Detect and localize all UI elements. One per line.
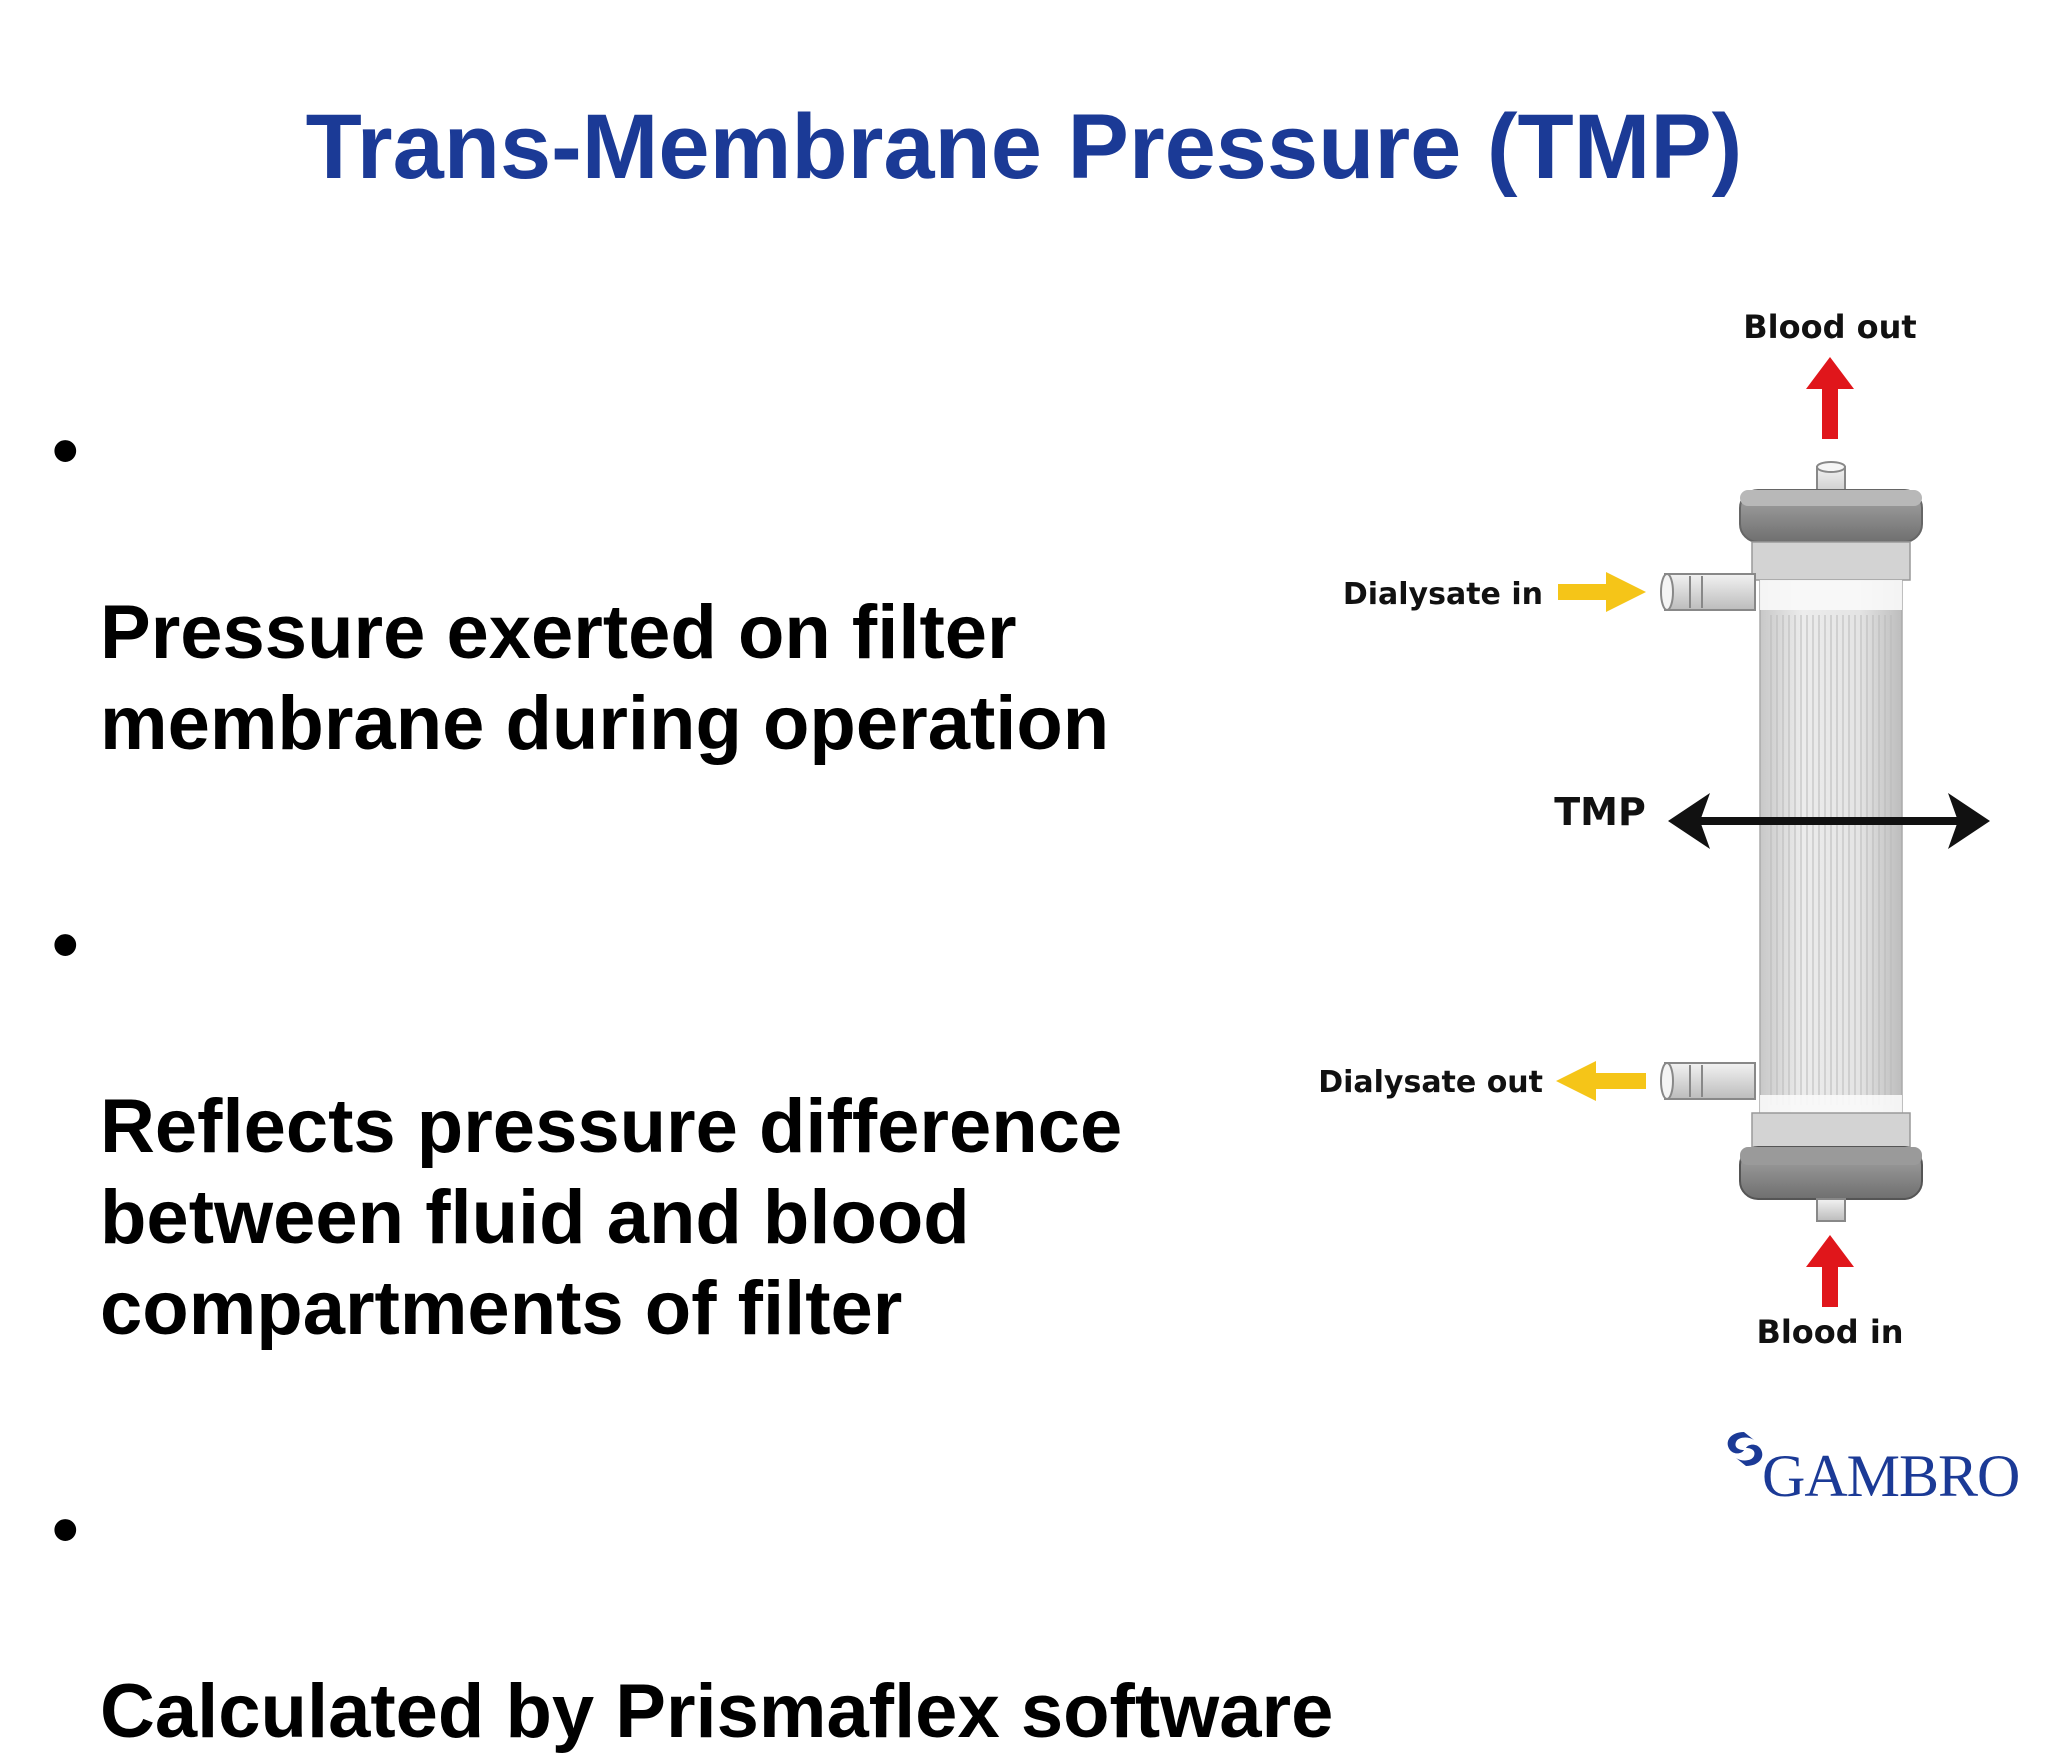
- blood-in-label: Blood in: [1756, 1313, 1903, 1351]
- blood-in-arrow: [1806, 1235, 1854, 1307]
- blood-out-arrow: [1806, 357, 1854, 439]
- dialysate-out-port: [1660, 1062, 1756, 1100]
- tmp-label: TMP: [1554, 790, 1646, 834]
- bullet-text: Reflects pressure difference between flu…: [100, 1084, 1123, 1351]
- bullet-list: • Pressure exerted on filter membrane du…: [52, 405, 1452, 1757]
- logo-text: GAMBRO: [1762, 1443, 2020, 1509]
- filter-body: [1739, 461, 1923, 1222]
- tmp-double-arrow: [1668, 793, 1990, 849]
- dialysate-out-arrow: [1556, 1061, 1646, 1101]
- bullet-dot: •: [52, 408, 79, 493]
- blood-out-label: Blood out: [1743, 308, 1916, 346]
- slide-title: Trans-Membrane Pressure (TMP): [305, 96, 1743, 198]
- gambro-logo: GAMBRO: [1718, 1418, 2028, 1518]
- bullet-item: • Reflects pressure difference between f…: [52, 899, 1452, 1354]
- dialysate-in-port: [1660, 573, 1756, 611]
- dialysate-out-label: Dialysate out: [1318, 1065, 1543, 1100]
- bullet-dot: •: [52, 902, 79, 987]
- bullet-text: Pressure exerted on filter membrane duri…: [100, 590, 1110, 766]
- dialysate-in-label: Dialysate in: [1343, 577, 1543, 612]
- bullet-item: • Calculated by Prismaflex software: [52, 1484, 1452, 1757]
- filter-diagram: Blood out Dialysate in TMP: [1318, 308, 1990, 1351]
- bullet-dot: •: [52, 1487, 79, 1572]
- dialysate-in-arrow: [1558, 572, 1646, 612]
- bullet-item: • Pressure exerted on filter membrane du…: [52, 405, 1452, 769]
- bullet-text: Calculated by Prismaflex software: [100, 1669, 1334, 1754]
- gambro-swirl-icon: [1727, 1432, 1763, 1466]
